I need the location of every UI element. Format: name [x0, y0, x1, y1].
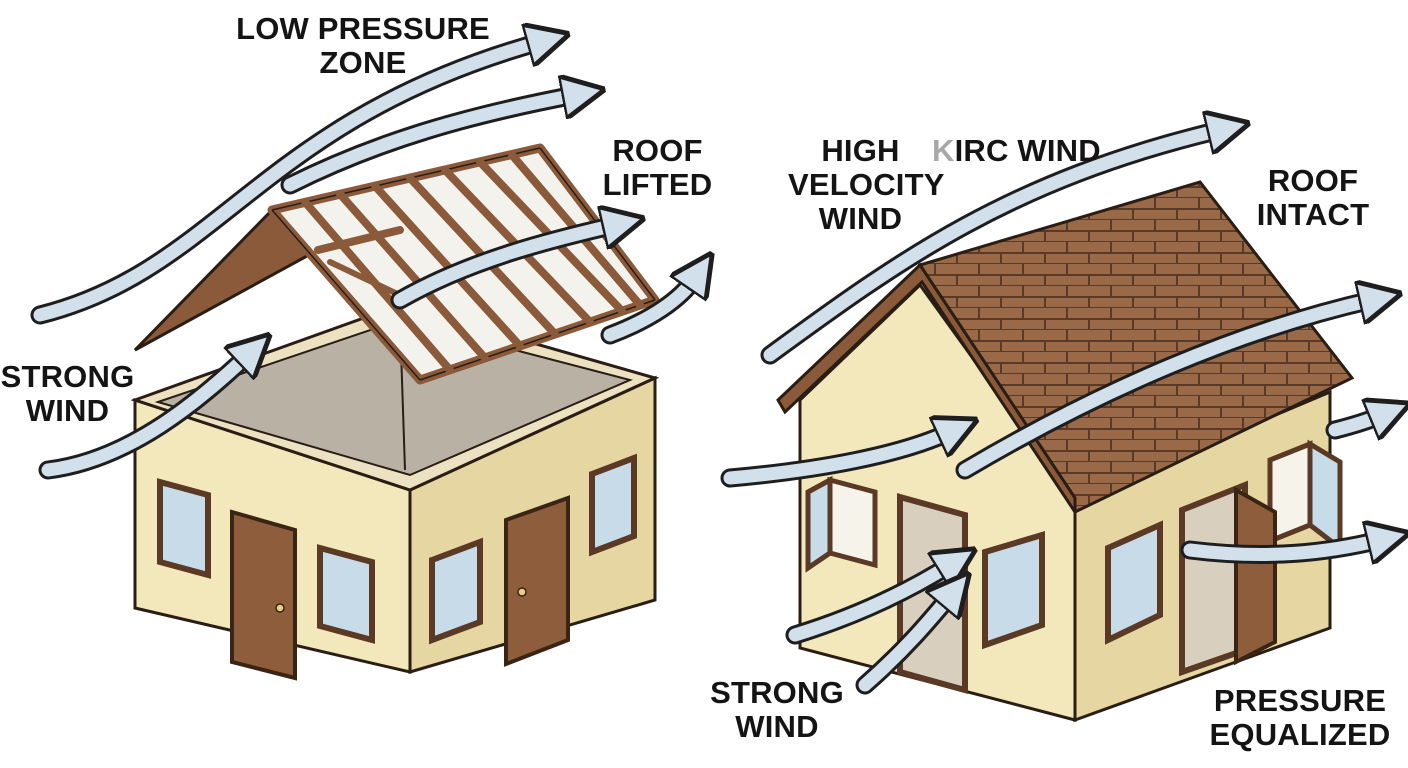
wind-arrows [30, 42, 1382, 695]
label-high-velocity-wind: HIGH VELOCITY WIND [788, 133, 945, 236]
label-roof-lifted: ROOF LIFTED [602, 133, 713, 202]
left-house-door-1 [230, 509, 297, 681]
label-kirc-wind-rest: IRC WIND [954, 133, 1101, 168]
right-house-window-1-shutter [805, 475, 833, 573]
right-house-roof-eave [776, 262, 1077, 517]
left-house-interior [154, 318, 634, 477]
label-strong-wind-left: STRONG WIND [0, 359, 135, 428]
label-kirc-wind-k: K [932, 133, 955, 168]
right-house-window-1 [827, 476, 878, 569]
right-house-open-door [1234, 486, 1277, 666]
label-roof-intact: ROOF INTACT [1256, 163, 1370, 232]
label-pressure-equalized: PRESSURE EQUALIZED [1209, 683, 1391, 752]
lifted-roof [133, 143, 660, 385]
label-kirc-wind: KIRC WIND [932, 134, 1107, 168]
left-house [130, 303, 660, 681]
right-house-window-3 [1105, 520, 1163, 645]
label-strong-wind-right: STRONG WIND [710, 675, 844, 744]
left-house-window-4 [589, 453, 637, 557]
left-house-window-1 [157, 478, 211, 579]
right-house-window-2 [982, 530, 1045, 650]
left-house-window-2 [317, 544, 375, 644]
label-low-pressure-zone: LOW PRESSURE ZONE [236, 11, 490, 80]
left-house-window-3 [429, 537, 483, 645]
left-house-door-2 [504, 495, 570, 667]
